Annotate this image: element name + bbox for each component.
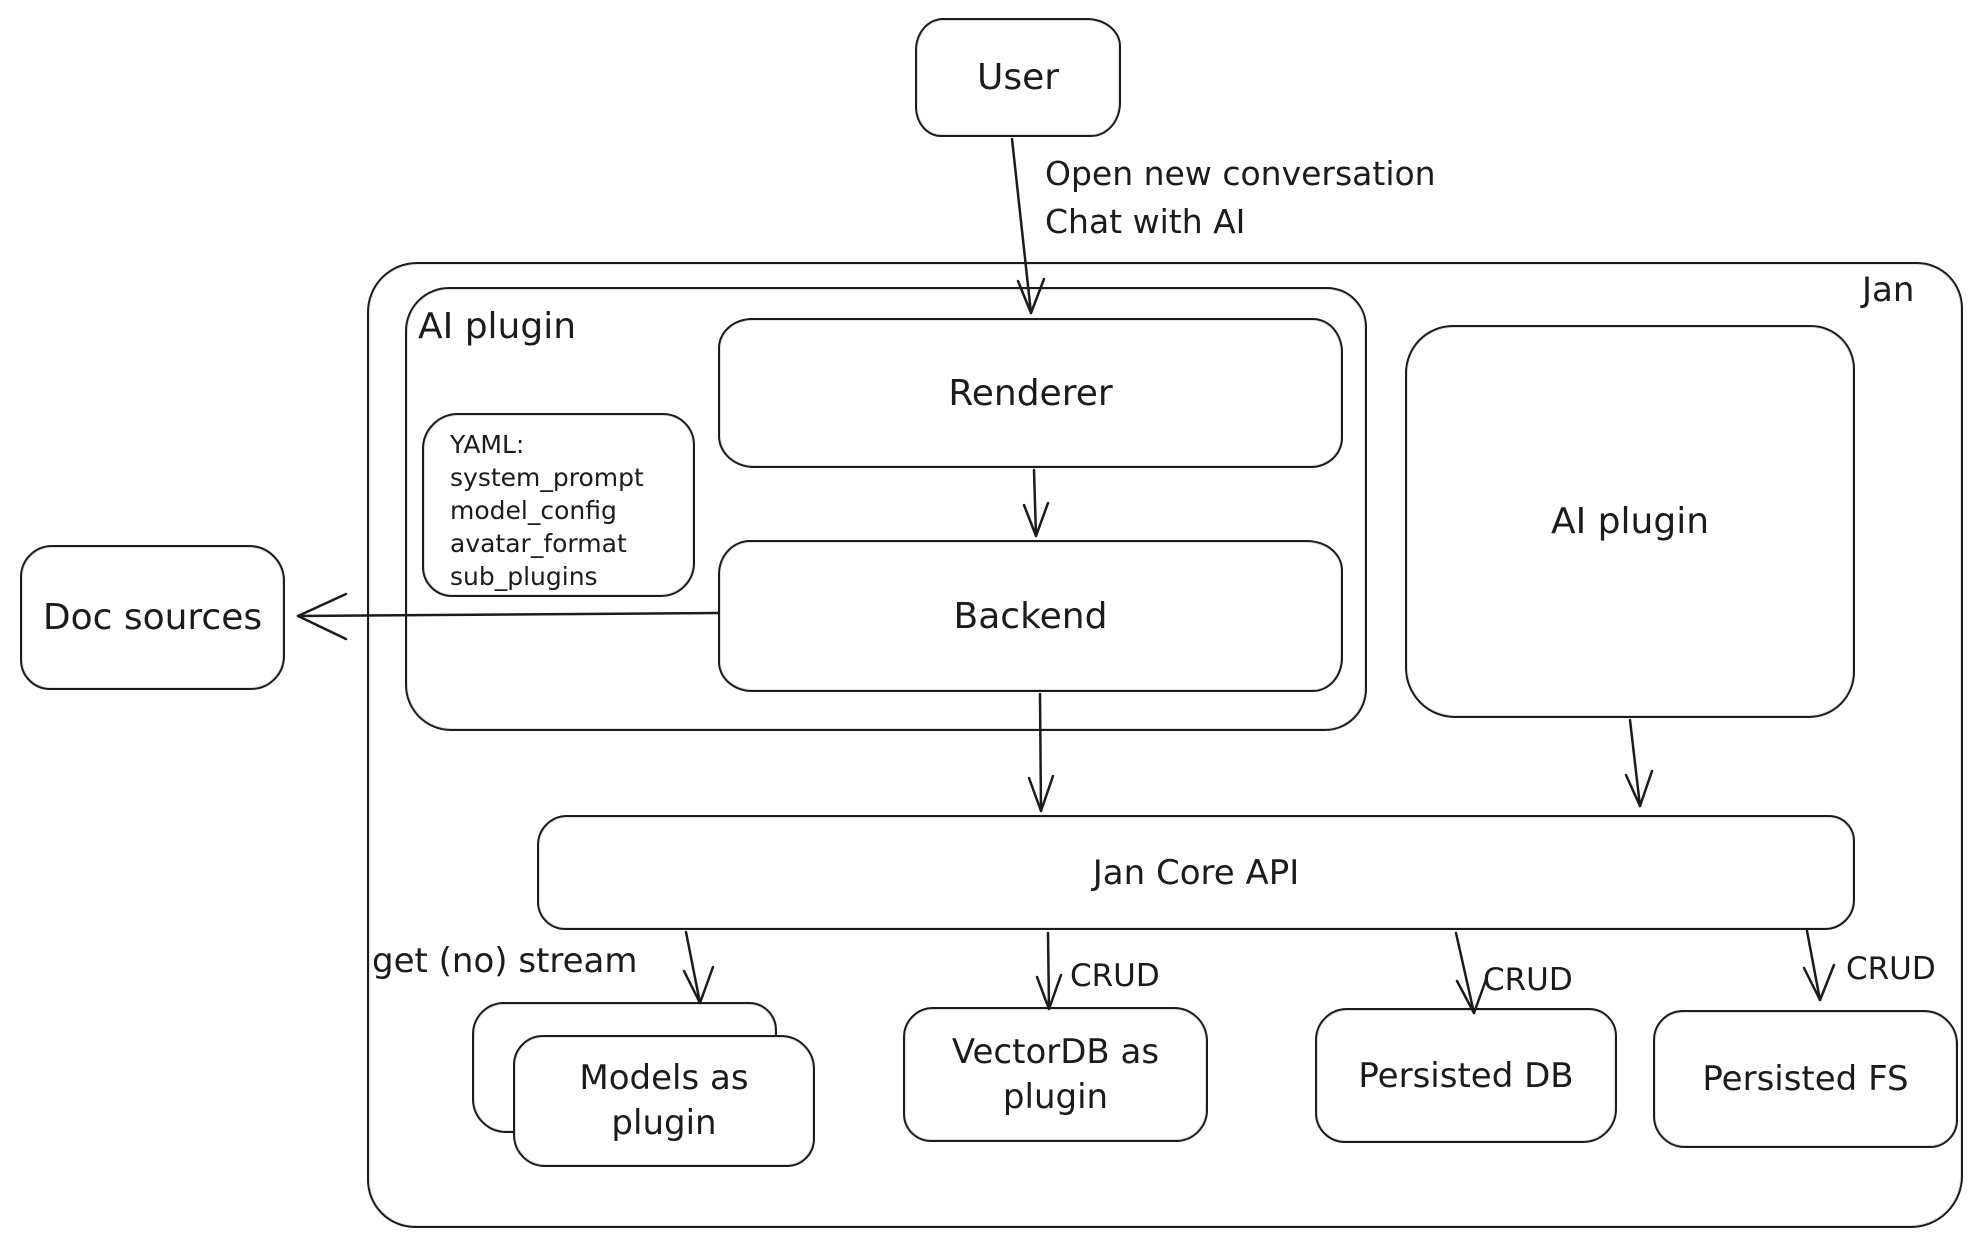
yaml-note-line: avatar_format [450, 529, 627, 558]
backend-node-label: Backend [953, 595, 1108, 637]
persisted-db-node: Persisted DB [1315, 1008, 1617, 1143]
yaml-note-line: system_prompt [450, 463, 644, 492]
edge-label-open-conversation-line: Open new conversation [1045, 154, 1436, 193]
jan-container-label: Jan [1862, 270, 1915, 310]
ai-plugin-group [405, 287, 1367, 731]
models-plugin-label-line: plugin [611, 1103, 717, 1143]
doc-sources-node: Doc sources [20, 545, 285, 690]
persisted-fs-node: Persisted FS [1653, 1010, 1958, 1148]
jan-container [367, 262, 1963, 1228]
ai-plugin-node-label: AI plugin [1550, 501, 1710, 542]
edge-label-crud-vectordb: CRUD [1070, 958, 1160, 994]
persisted-fs-node-label: Persisted FS [1702, 1059, 1909, 1099]
edge-label-crud-persisted-db: CRUD [1483, 962, 1573, 998]
yaml-note-line: YAML: [450, 430, 525, 459]
edge-label-open-conversation: Open new conversation Chat with AI [1045, 150, 1436, 246]
ai-plugin-node: AI plugin [1405, 325, 1855, 718]
models-plugin-label-line: Models as [579, 1058, 749, 1098]
edge-label-crud-persisted-fs: CRUD [1846, 951, 1936, 987]
yaml-note-line: model_config [450, 496, 617, 525]
yaml-note: YAML: system_prompt model_config avatar_… [422, 413, 695, 597]
vectordb-plugin-node: VectorDB as plugin [903, 1007, 1208, 1142]
persisted-db-node-label: Persisted DB [1358, 1055, 1574, 1096]
ai-plugin-group-label: AI plugin [418, 306, 577, 347]
models-plugin-node: Models as plugin [513, 1035, 815, 1167]
doc-sources-node-label: Doc sources [42, 597, 263, 638]
edge-label-chat-with-ai-line: Chat with AI [1045, 202, 1246, 241]
jan-core-api-node: Jan Core API [537, 815, 1855, 930]
user-node-label: User [976, 57, 1060, 98]
yaml-note-line: sub_plugins [450, 562, 598, 591]
vectordb-plugin-label-line: VectorDB as [951, 1031, 1160, 1072]
renderer-node-label: Renderer [948, 372, 1113, 414]
edge-label-get-no-stream: get (no) stream [372, 941, 638, 981]
backend-node: Backend [718, 540, 1343, 692]
renderer-node: Renderer [718, 318, 1343, 468]
vectordb-plugin-label-line: plugin [1002, 1076, 1109, 1117]
user-node: User [915, 18, 1121, 137]
jan-core-api-node-label: Jan Core API [1092, 852, 1300, 893]
